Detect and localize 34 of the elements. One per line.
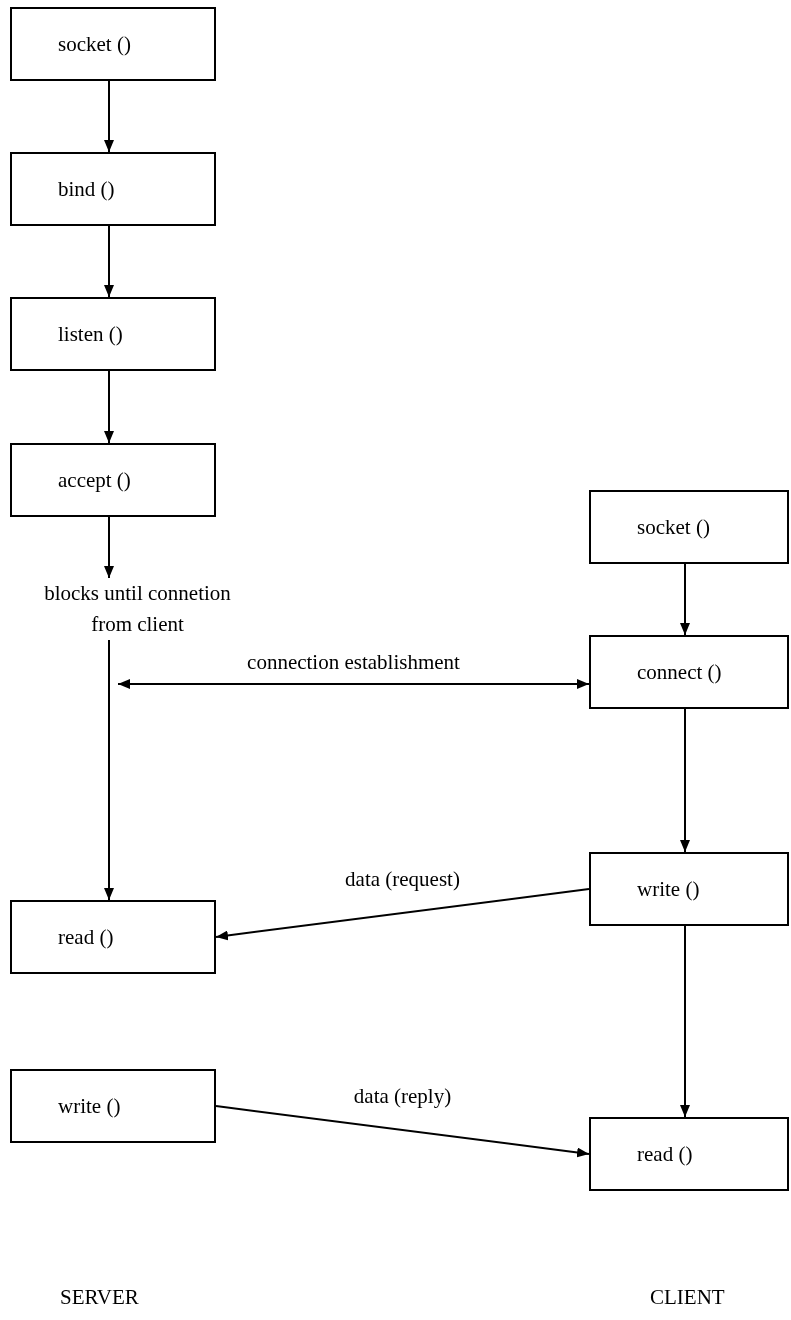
function-name: connect () (637, 659, 722, 685)
function-name: socket () (637, 514, 710, 540)
function-name: read () (58, 924, 114, 950)
arrow (680, 925, 690, 1118)
process-box (10, 1069, 216, 1143)
function-name: write () (58, 1093, 121, 1119)
arrow (104, 516, 114, 579)
arrow (104, 225, 114, 298)
column-heading: CLIENT (650, 1285, 725, 1310)
process-box (589, 852, 789, 926)
process-box (589, 635, 789, 709)
process-box (10, 297, 216, 371)
state-note: blocks until connetion from client (44, 581, 231, 636)
arrow (215, 1105, 590, 1158)
function-name: accept () (58, 467, 131, 493)
function-name: read () (637, 1141, 693, 1167)
function-name: socket () (58, 31, 131, 57)
arrow (104, 80, 114, 153)
process-box (589, 1117, 789, 1191)
function-name: bind () (58, 176, 115, 202)
function-name: listen () (58, 321, 123, 347)
process-box (10, 152, 216, 226)
arrow (215, 888, 590, 941)
arrow (117, 679, 590, 689)
process-box (589, 490, 789, 564)
process-box (10, 900, 216, 974)
column-heading: SERVER (60, 1285, 139, 1310)
arrow (104, 639, 114, 901)
arrow (104, 370, 114, 444)
arrow (680, 563, 690, 636)
process-box (10, 7, 216, 81)
function-name: write () (637, 876, 700, 902)
process-box (10, 443, 216, 517)
arrow (680, 708, 690, 853)
